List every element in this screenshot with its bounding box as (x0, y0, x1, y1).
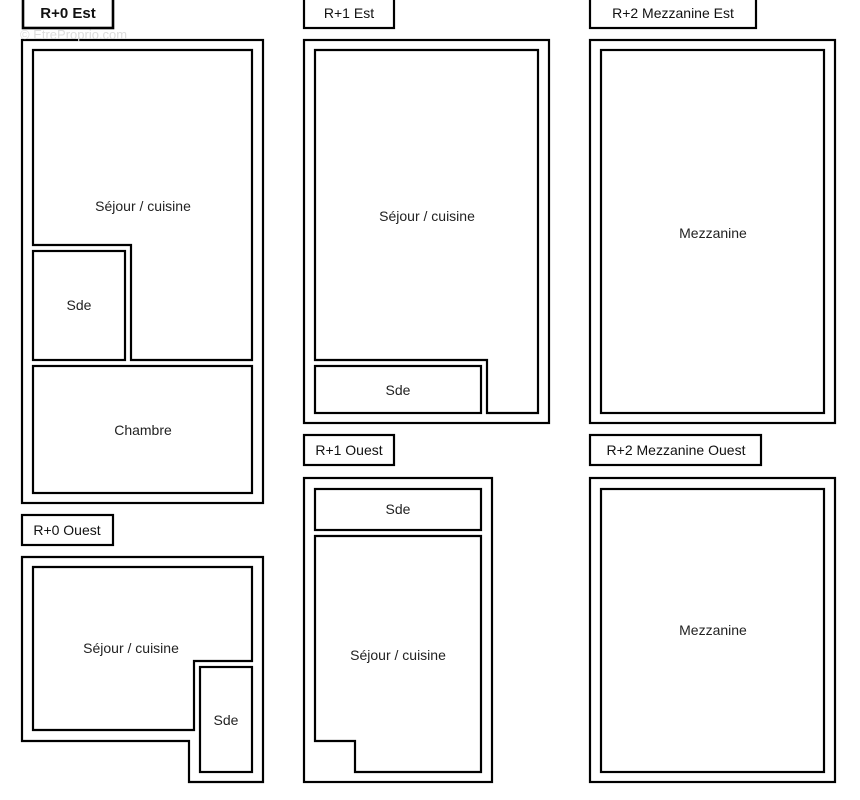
title-r2-ouest: R+2 Mezzanine Ouest (607, 442, 746, 458)
title-r1-ouest: R+1 Ouest (315, 442, 382, 458)
room-sde-r0-est (31, 249, 127, 362)
plan-r0-ouest (20, 513, 265, 784)
room-sde-r0-ouest (198, 665, 254, 774)
title-box-r1-est (302, 0, 396, 30)
room-sejour-r0-ouest (31, 565, 254, 732)
room-mezzanine-r2-est (599, 48, 826, 415)
plan-r2-est (588, 0, 837, 425)
room-sde-r1-est (313, 364, 483, 415)
label-sde-r0-ouest: Sde (214, 712, 239, 728)
room-sejour-r1-est (313, 48, 540, 415)
title-r0-ouest: R+0 Ouest (33, 522, 100, 538)
room-sde-r1-ouest (313, 487, 483, 532)
watermark: © EtreProprio.com (20, 27, 127, 42)
label-sde-r1-ouest: Sde (386, 501, 411, 517)
room-mezzanine-r2-ouest (599, 487, 826, 774)
plan-r2-ouest (588, 433, 837, 784)
outer-wall-r1-est (302, 38, 551, 425)
plan-r0-est (20, 0, 265, 505)
room-sejour-r1-ouest (313, 534, 483, 774)
room-chambre-r0-est (31, 364, 254, 495)
label-sejour-r1-ouest: Séjour / cuisine (350, 647, 446, 663)
title-r1-est: R+1 Est (324, 5, 374, 21)
outer-wall-r0-est (20, 38, 265, 505)
plan-r1-est (302, 0, 551, 425)
outer-wall-r1-ouest (302, 476, 494, 784)
label-chambre-r0-est: Chambre (114, 422, 172, 438)
title-box-r0-est (21, 0, 115, 30)
title-box-r2-ouest (588, 433, 763, 467)
title-box-r1-ouest (302, 433, 396, 467)
outer-wall-r2-ouest (588, 476, 837, 784)
label-sejour-r1-est: Séjour / cuisine (379, 208, 475, 224)
title-r2-est: R+2 Mezzanine Est (612, 5, 734, 21)
title-box-r0-ouest (20, 513, 115, 547)
label-mezzanine-r2-ouest: Mezzanine (679, 622, 747, 638)
room-sejour-r0-est (31, 48, 254, 362)
label-sde-r1-est: Sde (386, 382, 411, 398)
label-sde-r0-est: Sde (67, 297, 92, 313)
outer-wall-r2-est (588, 38, 837, 425)
label-sejour-r0-ouest: Séjour / cuisine (83, 640, 179, 656)
title-r0-est: R+0 Est (40, 5, 95, 22)
outer-wall-r0-ouest (20, 555, 265, 784)
label-sejour-r0-est: Séjour / cuisine (95, 198, 191, 214)
title-box-r2-est (588, 0, 758, 30)
label-mezzanine-r2-est: Mezzanine (679, 225, 747, 241)
plan-r1-ouest (302, 433, 494, 784)
